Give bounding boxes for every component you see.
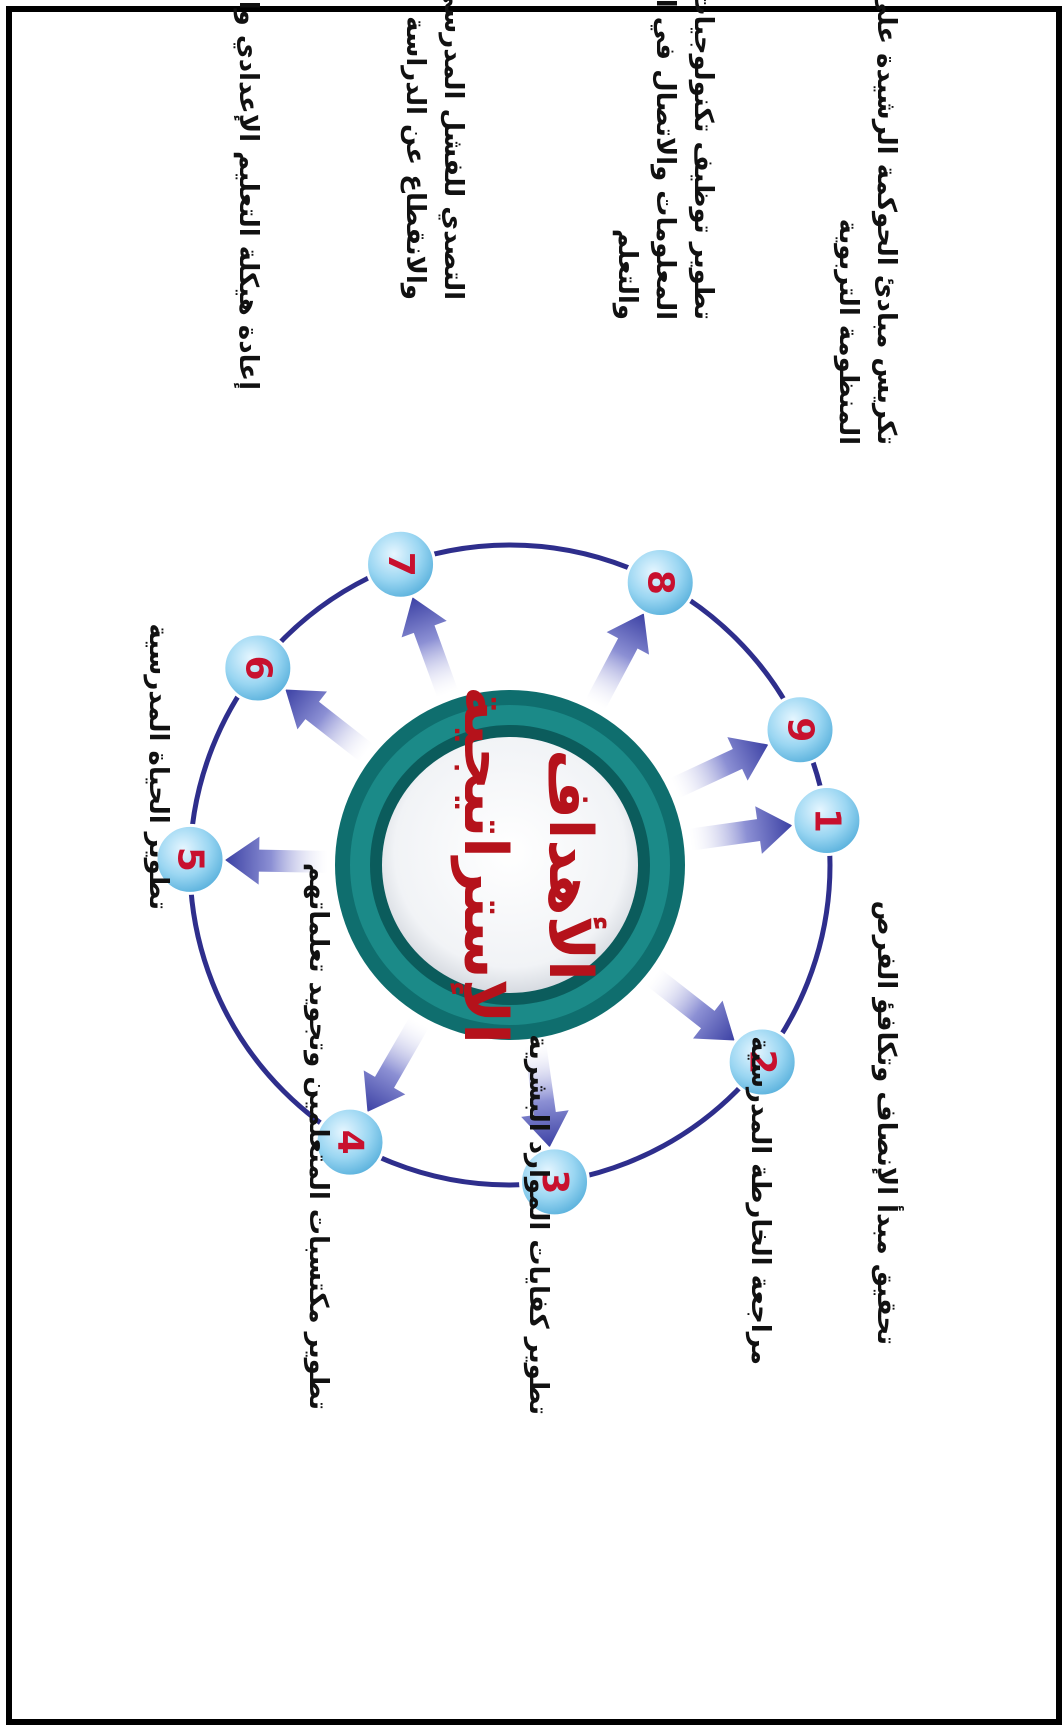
arrow-1	[688, 806, 793, 854]
goal-label-8-line-2: المعلومات والاتصال في التعليم	[650, 0, 680, 320]
goal-number-6: 6	[237, 655, 278, 680]
goal-node-1: 1	[791, 784, 863, 856]
goal-label-2: مراجعة الخارطة المدرسية	[745, 1036, 775, 1365]
goal-number-5: 5	[170, 847, 211, 872]
center-title: الأهداف الإستراتيجية	[450, 686, 607, 1044]
goal-node-7: 7	[365, 528, 437, 600]
goal-number-7: 7	[380, 552, 421, 577]
arrow-4	[363, 1017, 429, 1112]
goal-number-1: 1	[806, 808, 847, 833]
arrow-6	[285, 689, 374, 762]
goal-label-8: تطوير توظيف تكنولوجيات المعلومات والاتصال…	[612, 0, 718, 320]
goal-label-6: إعادة هيكلة التعليم الإعدادي والثانوي	[233, 0, 263, 390]
goal-label-3: تطوير كفايات الموارد البشرية	[523, 1034, 553, 1415]
goal-label-7: التصدي للفشل المدرسي والانقطاع عن الدراسة	[400, 0, 468, 300]
goal-label-8-line-1: تطوير توظيف تكنولوجيات	[688, 0, 718, 320]
arrow-7	[401, 597, 459, 698]
goal-label-1-line-1: تحقيق مبدأ الإنصاف وتكافؤ الفرص	[871, 901, 904, 1345]
goal-label-7-line-1: التصدي للفشل المدرسي	[438, 0, 468, 300]
goal-node-8: 8	[624, 546, 696, 618]
goal-label-9-line-2: المنظومة التربوية	[833, 219, 863, 445]
arrow-group	[225, 597, 793, 1148]
goal-label-4: تطوير مكتسبات المتعلمين وتجويد تعلماتهم	[303, 863, 333, 1410]
goal-labels: تحقيق مبدأ الإنصاف وتكافؤ الفرص مراجعة ال…	[143, 0, 904, 1415]
goal-label-5: تطوير الحياة المدرسية	[143, 623, 173, 910]
goal-number-3: 3	[534, 1169, 575, 1194]
arrow-3	[521, 1043, 569, 1148]
goal-label-7-line-2: والانقطاع عن الدراسة	[400, 16, 430, 300]
goal-node-2: 2	[726, 1026, 798, 1098]
goal-node-4: 4	[314, 1106, 386, 1178]
goal-label-8-line-3: والتعلم	[612, 229, 642, 320]
goal-node-9: 9	[764, 694, 836, 766]
goal-label-3-line-1: تطوير كفايات الموارد البشرية	[523, 1034, 553, 1415]
goal-number-4: 4	[330, 1130, 371, 1155]
goal-nodes: 1 2 3 4 5 6 7 8 9	[154, 528, 863, 1218]
center-title-line2: الإستراتيجية	[450, 686, 520, 1044]
goal-label-5-line-1: تطوير الحياة المدرسية	[143, 623, 173, 910]
arrow-8	[585, 613, 650, 710]
goal-node-3: 3	[519, 1146, 591, 1218]
center-hub	[335, 690, 685, 1040]
goal-number-8: 8	[640, 570, 681, 595]
goal-number-9: 9	[780, 717, 821, 742]
goal-label-4-line-1: تطوير مكتسبات المتعلمين وتجويد تعلماتهم	[303, 863, 333, 1410]
goal-label-9: تكريس مبادئ الحوكمة الرشيدة على المنظومة …	[833, 0, 901, 445]
goal-label-1: تحقيق مبدأ الإنصاف وتكافؤ الفرص	[871, 901, 904, 1345]
arrow-9	[670, 737, 769, 799]
goal-number-2: 2	[742, 1049, 783, 1074]
goal-node-5: 5	[154, 823, 226, 895]
arrow-5	[225, 836, 329, 885]
center-title-line1: الأهداف	[535, 749, 607, 981]
goal-node-6: 6	[222, 632, 294, 704]
goal-label-9-line-1: تكريس مبادئ الحوكمة الرشيدة على	[871, 0, 901, 445]
arrow-2	[646, 968, 735, 1041]
goal-label-2-line-1: مراجعة الخارطة المدرسية	[745, 1036, 775, 1365]
goal-label-6-line-1: إعادة هيكلة التعليم الإعدادي والثانوي	[233, 0, 263, 390]
